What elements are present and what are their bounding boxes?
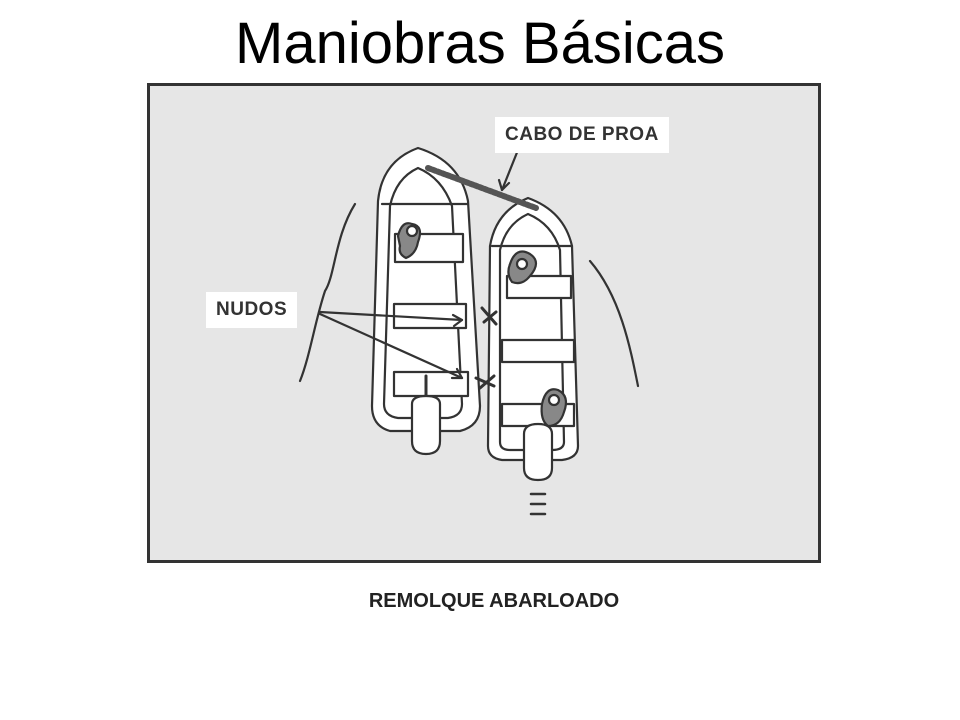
wake-right-line <box>588 259 640 388</box>
right-boat <box>486 196 580 516</box>
nudos-pointer-1 <box>318 310 464 322</box>
knot-1 <box>480 306 498 326</box>
page-title: Maniobras Básicas <box>235 11 725 76</box>
left-boat <box>370 146 482 456</box>
nudos-label: NUDOS <box>206 292 298 328</box>
cabo-de-proa-label: CABO DE PROA <box>495 117 669 153</box>
cabo-pointer <box>500 148 520 192</box>
bow-line <box>425 165 539 211</box>
knot-2 <box>474 374 496 390</box>
boats-illustration <box>298 146 640 516</box>
nudos-pointer-2 <box>318 312 464 380</box>
wake-left-line <box>298 202 357 383</box>
left-motor <box>410 394 442 456</box>
right-motor <box>522 422 554 482</box>
diagram-caption: REMOLQUE ABARLOADO <box>368 590 620 612</box>
